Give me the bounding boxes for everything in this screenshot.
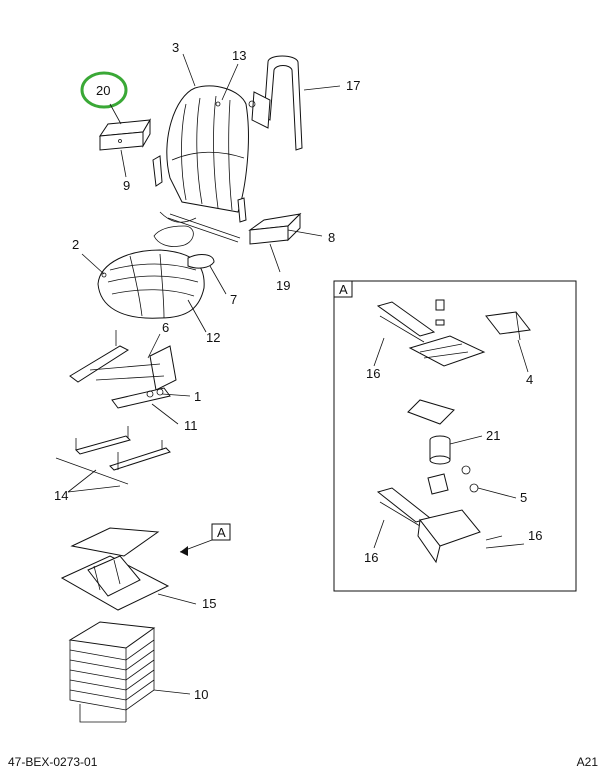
callout-10[interactable]: 10 [194, 687, 208, 702]
suspension-base [60, 527, 170, 611]
callout-8[interactable]: 8 [328, 230, 335, 245]
callout-3[interactable]: 3 [172, 40, 179, 55]
detail-view-a [333, 280, 577, 592]
callout-16-top[interactable]: 16 [366, 366, 380, 381]
callout-14[interactable]: 14 [54, 488, 68, 503]
drawing-number: 47-BEX-0273-01 [8, 755, 98, 769]
callout-17[interactable]: 17 [346, 78, 360, 93]
callout-5[interactable]: 5 [520, 490, 527, 505]
view-arrow-a [179, 523, 231, 556]
right-armrest [248, 212, 302, 245]
seat-cushion [97, 249, 215, 319]
callout-21[interactable]: 21 [486, 428, 500, 443]
detail-label-a: A [339, 282, 348, 297]
callout-9[interactable]: 9 [123, 178, 130, 193]
callout-2[interactable]: 2 [72, 237, 79, 252]
callout-19[interactable]: 19 [276, 278, 290, 293]
callout-15[interactable]: 15 [202, 596, 216, 611]
callout-11[interactable]: 11 [184, 418, 198, 433]
seat-pan-frame [69, 330, 177, 409]
callout-13[interactable]: 13 [232, 48, 246, 63]
page-reference: A21 [576, 755, 598, 769]
headrest-frame [248, 55, 303, 151]
callout-20[interactable]: 20 [96, 83, 110, 98]
slide-rails [55, 426, 171, 485]
callout-7[interactable]: 7 [230, 292, 237, 307]
callout-4[interactable]: 4 [526, 372, 533, 387]
callout-1[interactable]: 1 [194, 389, 201, 404]
left-armrest [99, 118, 151, 151]
callout-6[interactable]: 6 [162, 320, 169, 335]
view-marker-a[interactable]: A [217, 525, 226, 540]
bellows-boot [68, 621, 156, 723]
callout-16-bottom-left[interactable]: 16 [364, 550, 378, 565]
highlight-ring-20[interactable] [80, 71, 128, 109]
callout-12[interactable]: 12 [206, 330, 220, 345]
callout-16-bottom-right[interactable]: 16 [528, 528, 542, 543]
seat-back [152, 85, 249, 247]
